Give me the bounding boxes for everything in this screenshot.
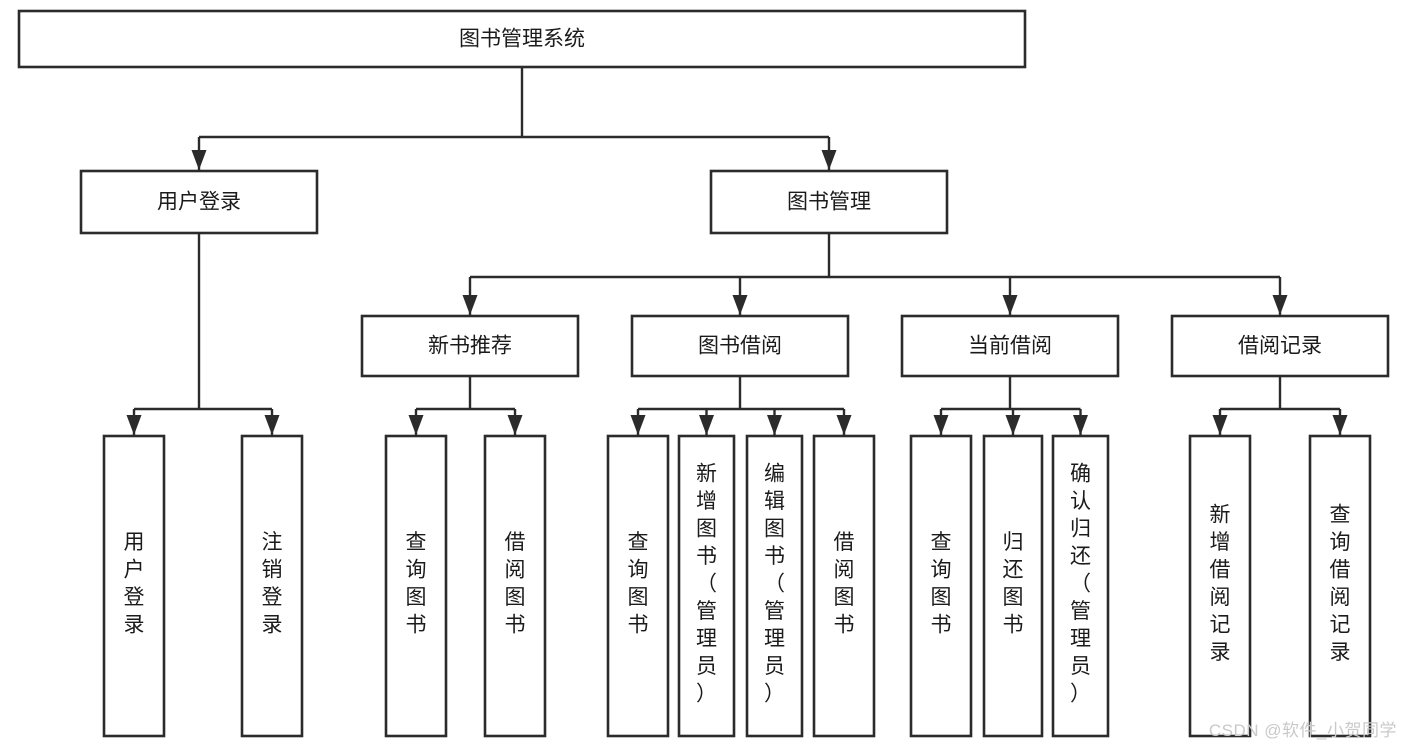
connector-layer (126, 67, 1348, 435)
leaf-label-9: 归还图书 (1003, 531, 1024, 637)
leaf-2[interactable]: 查询图书 (384, 434, 448, 738)
arrowhead-icon-leaf-2-2 (767, 415, 782, 435)
node-label-current-borrow: 当前借阅 (968, 335, 1052, 358)
node-label-root: 图书管理系统 (459, 28, 585, 51)
node-new-book-recommend[interactable]: 新书推荐 (360, 314, 580, 378)
leaf-5[interactable]: 新增图书（管理员） (677, 434, 736, 738)
leaf-box-7[interactable] (812, 434, 876, 738)
arrowhead-icon-bm-3 (1272, 295, 1288, 315)
arrowhead-icon-leaf-0-0 (126, 415, 142, 435)
leaf-label-4: 查询图书 (628, 531, 649, 637)
leaf-label-6: 编辑图书（管理员） (764, 462, 785, 705)
leaf-box-5[interactable] (677, 434, 736, 738)
leaf-label-8: 查询图书 (931, 531, 952, 637)
node-label-book-management: 图书管理 (787, 191, 871, 214)
arrowhead-icon-leaf-3-0 (933, 415, 949, 435)
arrowhead-icon-leaf-2-1 (699, 415, 714, 435)
leaf-box-0[interactable] (102, 434, 166, 738)
watermark-text: CSDN @软件_小贺同学 (1208, 721, 1397, 740)
arrowhead-icon-leaf-3-2 (1073, 415, 1088, 435)
leaf-10[interactable]: 确认归还（管理员） (1051, 434, 1110, 738)
leaf-box-3[interactable] (483, 434, 547, 738)
arrowhead-icon-leaf-2-3 (836, 415, 852, 435)
leaf-label-0: 用户登录 (124, 531, 145, 637)
leaf-3[interactable]: 借阅图书 (483, 434, 547, 738)
node-box-book-borrow[interactable] (630, 314, 850, 378)
arrowhead-icon-leaf-4-1 (1332, 415, 1348, 435)
leaf-box-4[interactable] (606, 434, 670, 738)
node-book-management[interactable]: 图书管理 (709, 169, 949, 235)
arrowhead-icon-leaf-3-1 (1005, 415, 1021, 435)
node-box-current-borrow[interactable] (900, 314, 1120, 378)
leaf-label-3: 借阅图书 (505, 531, 526, 637)
node-label-borrow-record: 借阅记录 (1238, 335, 1322, 358)
node-box-borrow-record[interactable] (1170, 314, 1390, 378)
leaf-box-9[interactable] (982, 434, 1044, 738)
leaf-label-10: 确认归还（管理员） (1070, 462, 1091, 705)
arrowhead-icon-leaf-0-1 (264, 415, 280, 435)
arrowhead-icon-bm-2 (1002, 295, 1018, 315)
leaf-label-11: 新增借阅记录 (1210, 504, 1231, 665)
leaf-box-1[interactable] (240, 434, 304, 738)
leaf-box-8[interactable] (909, 434, 973, 738)
leaf-box-10[interactable] (1051, 434, 1110, 738)
node-box-user-login[interactable] (79, 169, 319, 235)
leaf-label-12: 查询借阅记录 (1330, 504, 1351, 665)
leaf-label-1: 注销登录 (262, 531, 283, 637)
node-borrow-record[interactable]: 借阅记录 (1170, 314, 1390, 378)
arrowhead-icon-bm-0 (462, 295, 478, 315)
arrowhead-icon-leaf-2-0 (630, 415, 646, 435)
node-label-new-book-recommend: 新书推荐 (428, 335, 512, 358)
leaf-0[interactable]: 用户登录 (102, 434, 166, 738)
node-layer: 图书管理系统用户登录图书管理新书推荐图书借阅当前借阅借阅记录用户登录注销登录查询… (17, 9, 1390, 738)
arrowhead-icon-root-1 (821, 150, 837, 170)
arrowhead-icon-leaf-4-0 (1212, 415, 1228, 435)
leaf-box-11[interactable] (1188, 434, 1252, 738)
node-user-login[interactable]: 用户登录 (79, 169, 319, 235)
arrowhead-icon-bm-1 (732, 295, 748, 315)
leaf-box-12[interactable] (1308, 434, 1372, 738)
leaf-label-2: 查询图书 (406, 531, 427, 637)
leaf-box-2[interactable] (384, 434, 448, 738)
leaf-4[interactable]: 查询图书 (606, 434, 670, 738)
leaf-6[interactable]: 编辑图书（管理员） (745, 434, 804, 738)
node-box-root[interactable] (17, 9, 1027, 69)
leaf-12[interactable]: 查询借阅记录 (1308, 434, 1372, 738)
leaf-box-6[interactable] (745, 434, 804, 738)
arrowhead-icon-root-0 (191, 150, 207, 170)
node-current-borrow[interactable]: 当前借阅 (900, 314, 1120, 378)
arrowhead-icon-leaf-1-1 (507, 415, 523, 435)
leaf-7[interactable]: 借阅图书 (812, 434, 876, 738)
node-root[interactable]: 图书管理系统 (17, 9, 1027, 69)
leaf-1[interactable]: 注销登录 (240, 434, 304, 738)
node-book-borrow[interactable]: 图书借阅 (630, 314, 850, 378)
leaf-11[interactable]: 新增借阅记录 (1188, 434, 1252, 738)
leaf-9[interactable]: 归还图书 (982, 434, 1044, 738)
node-label-user-login: 用户登录 (157, 191, 241, 214)
leaf-8[interactable]: 查询图书 (909, 434, 973, 738)
node-box-book-management[interactable] (709, 169, 949, 235)
node-label-book-borrow: 图书借阅 (698, 335, 782, 358)
arrowhead-icon-leaf-1-0 (408, 415, 424, 435)
leaf-label-5: 新增图书（管理员） (696, 462, 717, 705)
leaf-label-7: 借阅图书 (834, 531, 855, 637)
node-box-new-book-recommend[interactable] (360, 314, 580, 378)
